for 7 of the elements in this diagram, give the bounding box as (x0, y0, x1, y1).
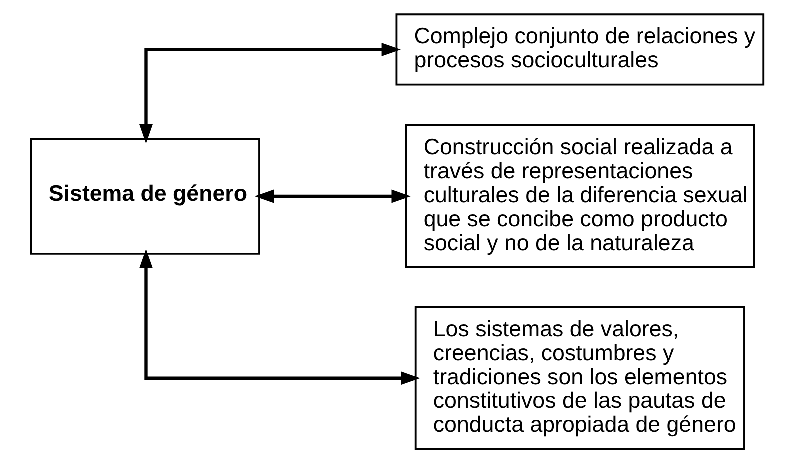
node-box: Construcción social realizada a través de representaciones culturales de la diferencia sexual que se concibe como producto social y no de la naturaleza (405, 124, 755, 268)
arrow (254, 190, 411, 204)
arrow (140, 43, 401, 144)
node-box: Complejo conjunto de relaciones y procesos socioculturales (396, 14, 765, 86)
node-box: Sistema de género (30, 138, 260, 255)
node-box: Los sistemas de valores, creencias, costumbres y tradiciones son los elementos constitutivos de las pautas de conducta apropiada de género (414, 306, 746, 450)
arrow (140, 249, 420, 386)
